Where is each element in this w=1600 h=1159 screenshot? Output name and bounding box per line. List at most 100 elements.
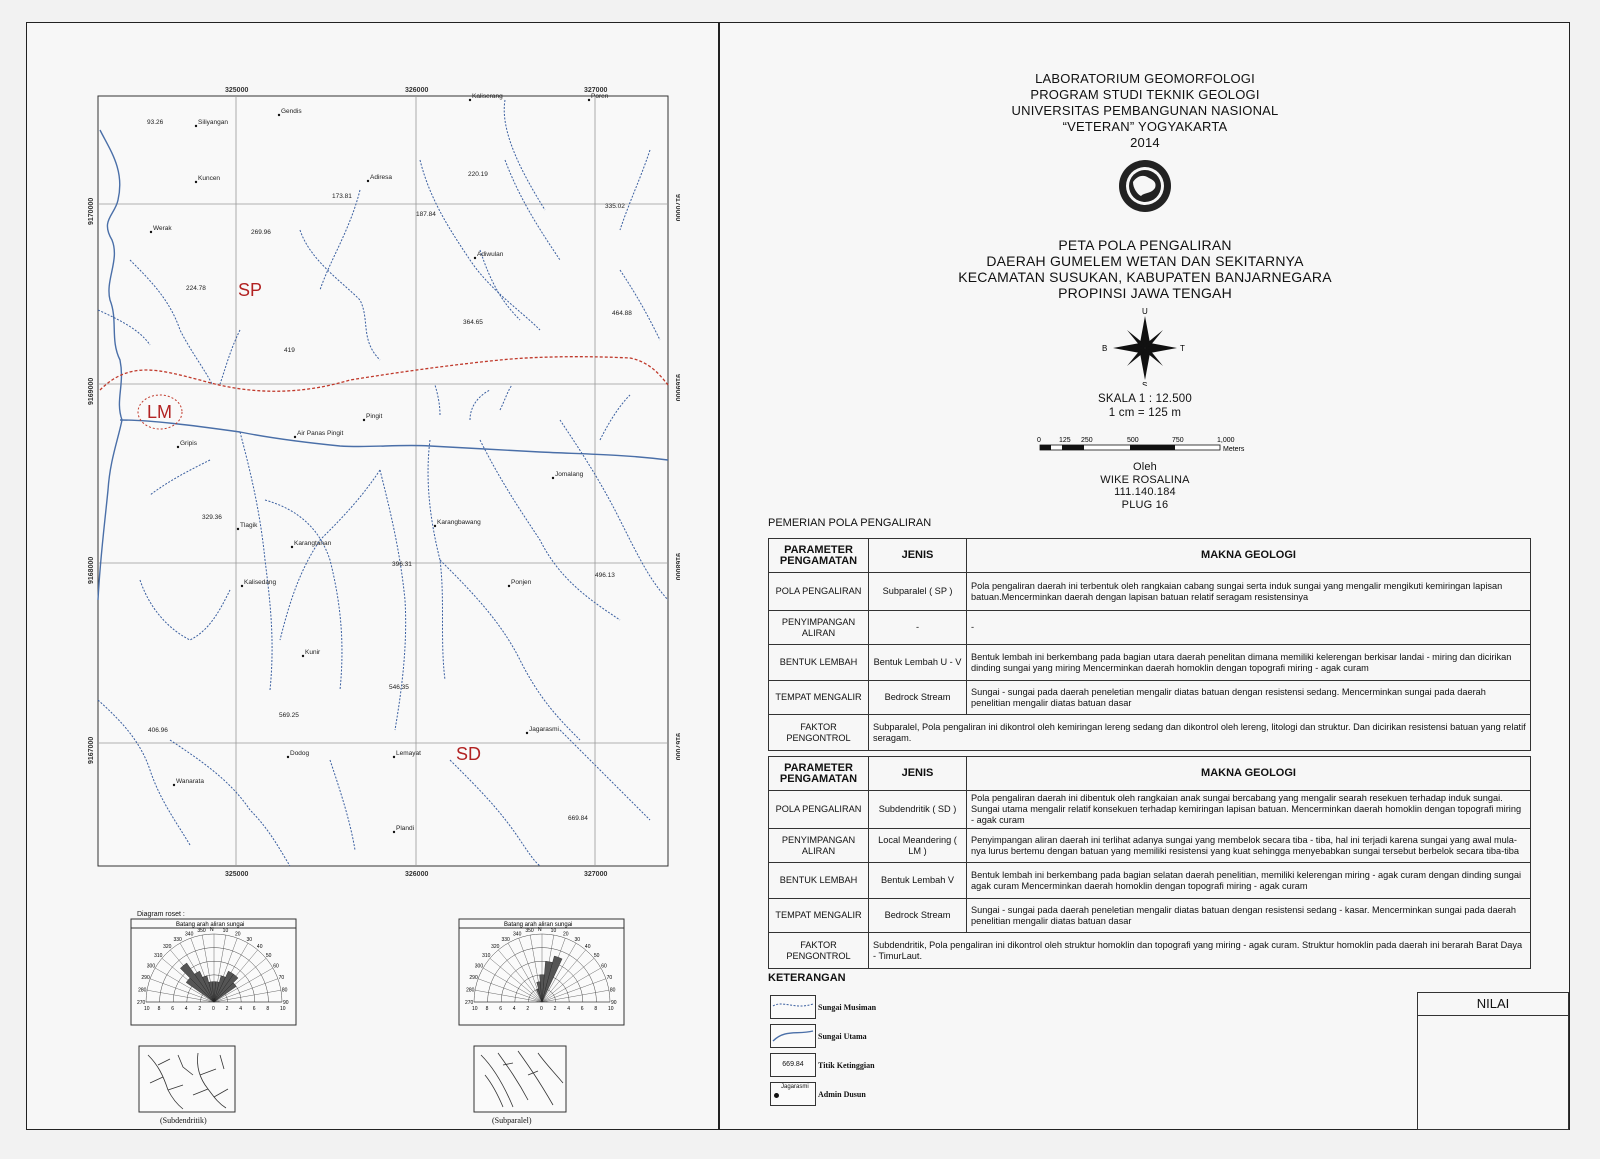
village-label: Kaliserang	[472, 93, 503, 100]
village-dot-icon	[774, 1093, 779, 1098]
subdendritic-sample	[138, 1045, 236, 1113]
subdendritic-caption: (Subdendritik)	[160, 1116, 207, 1125]
compass-rose: U S T B	[1102, 307, 1185, 386]
rose-axis-label: 2	[554, 1006, 557, 1012]
compass-east: T	[1180, 344, 1185, 353]
legend-village-sample: Jagarasmi	[781, 1084, 809, 1090]
map-title: PETA POLA PENGALIRAN DAERAH GUMELEM WETA…	[740, 237, 1550, 301]
elevation-labels: 93.26173.81220.19335.02187.84269.96224.7…	[147, 119, 632, 822]
scale-tick: 1,000	[1217, 437, 1235, 444]
map-title-line: PETA POLA PENGALIRAN	[1058, 237, 1232, 253]
cell-jenis: Subparalel ( SP )	[868, 572, 967, 611]
village-dot-icon	[290, 545, 294, 549]
scale-unit: Meters	[1223, 446, 1245, 453]
sheet-divider	[718, 22, 720, 1130]
compass-west: B	[1102, 344, 1107, 353]
rose-axis-label: 6	[171, 1006, 174, 1012]
rose-angle-label: 270	[137, 1000, 146, 1006]
rose-angle-label: 90	[283, 1000, 289, 1006]
village-dot-icon	[433, 524, 437, 528]
rose-angle-label: 80	[610, 987, 616, 993]
zone-label-lm: LM	[147, 402, 172, 422]
scale-tick: 125	[1059, 437, 1071, 444]
village-label: Adiwulan	[477, 251, 504, 258]
col-header-param: PARAMETER PENGAMATAN	[768, 756, 869, 791]
cell-jenis: Local Meandering ( LM )	[868, 828, 967, 863]
author-line: Oleh	[1132, 461, 1158, 473]
grid-label-top: 326000	[405, 87, 428, 94]
col-header-makna: MAKNA GEOLOGI	[966, 538, 1531, 573]
cell-makna: Sungai - sungai pada daerah peneletian m…	[966, 680, 1531, 715]
rose-angle-label: 10	[223, 928, 229, 934]
cell-param: PENYIMPANGAN ALIRAN	[768, 610, 869, 645]
grid-label-top: 325000	[225, 87, 248, 94]
village-dot-icon	[149, 230, 153, 234]
elevation-label: 396.31	[392, 561, 412, 568]
rose-axis-label: 10	[280, 1006, 286, 1012]
village-dot-icon	[392, 830, 396, 834]
author-line: WIKE ROSALINA	[1100, 473, 1190, 486]
legend-label: Sungai Musiman	[818, 1003, 877, 1012]
village-label: Gripis	[180, 440, 198, 447]
village-label: Air Panas Pingit	[297, 430, 343, 437]
village-label: Lemayat	[396, 750, 421, 757]
rose-angle-label: 340	[513, 931, 522, 937]
village-dot-icon	[473, 256, 477, 260]
elevation-label: 224.78	[186, 285, 206, 292]
col-header-jenis: JENIS	[868, 756, 967, 791]
village-label: Karangtanan	[294, 540, 332, 547]
institution-header: LABORATORIUM GEOMORFOLOGI PROGRAM STUDI …	[740, 71, 1550, 151]
cell-param: POLA PENGALIRAN	[768, 572, 869, 611]
rose-caption: Diagram roset :	[137, 911, 185, 918]
elevation-label: 187.84	[416, 211, 436, 218]
rose-angle-label: 320	[163, 944, 172, 950]
cell-param: POLA PENGALIRAN	[768, 790, 869, 829]
table-subparallel: PARAMETER PENGAMATAN JENIS MAKNA GEOLOGI…	[768, 538, 1531, 751]
elevation-label: 220.19	[468, 171, 488, 178]
rose-angle-label: 10	[551, 928, 557, 934]
grid-label-top: 327000	[584, 87, 607, 94]
rose-angle-label: 70	[279, 975, 285, 981]
village-dot-icon	[392, 755, 396, 759]
header-line: PROGRAM STUDI TEKNIK GEOLOGI	[1030, 87, 1260, 102]
rose-angle-label: 340	[185, 931, 194, 937]
rose-axis-label: 2	[526, 1006, 529, 1012]
rose-axis-label: 2	[226, 1006, 229, 1012]
rose-angle-label: 300	[475, 964, 484, 970]
legend-title: KETERANGAN	[768, 972, 846, 984]
subparallel-sample	[473, 1045, 567, 1113]
cell-jenis: Subdendritik ( SD )	[868, 790, 967, 829]
rose-angle-label: 40	[257, 944, 263, 950]
village-label: Wanarata	[176, 778, 204, 785]
village-label: Plandi	[396, 825, 414, 832]
cell-jenis: Bedrock Stream	[868, 898, 967, 933]
zone-label-sp: SP	[238, 280, 262, 300]
compass-north: U	[1142, 307, 1148, 316]
scale-text: SKALA 1 : 12.500 1 cm = 125 m	[740, 392, 1550, 420]
rose-angle-label: 290	[469, 975, 478, 981]
col-header-jenis: JENIS	[868, 538, 967, 573]
zone-label-sd: SD	[456, 744, 481, 764]
cell-makna: Subparalel, Pola pengaliran ini dikontro…	[868, 714, 1531, 751]
village-dot-icon	[240, 584, 244, 588]
rose-angle-label: 270	[465, 1000, 474, 1006]
rose-angle-label: 60	[601, 964, 607, 970]
drainage-map: 325000 326000 327000 325000 326000 32700…	[88, 87, 680, 878]
header-line: UNIVERSITAS PEMBANGUNAN NASIONAL	[1011, 103, 1279, 118]
rose-angle-label: 310	[154, 953, 163, 959]
village-dot-icon	[551, 476, 555, 480]
rose-axis-label: 2	[198, 1006, 201, 1012]
cell-jenis: Bentuk Lembah U - V	[868, 644, 967, 681]
elevation-label: 329.36	[202, 514, 222, 521]
scale-tick: 750	[1172, 437, 1184, 444]
rose-angle-label: N	[210, 927, 214, 933]
village-dot-icon	[293, 435, 297, 439]
seasonal-streams	[97, 99, 669, 867]
map-grid	[98, 96, 668, 866]
cell-makna: Subdendritik, Pola pengaliran ini dikont…	[868, 932, 1531, 969]
grid-label-bottom: 327000	[584, 871, 607, 878]
grid-label-left: 9169000	[88, 378, 95, 405]
rose-axis-label: 8	[158, 1006, 161, 1012]
